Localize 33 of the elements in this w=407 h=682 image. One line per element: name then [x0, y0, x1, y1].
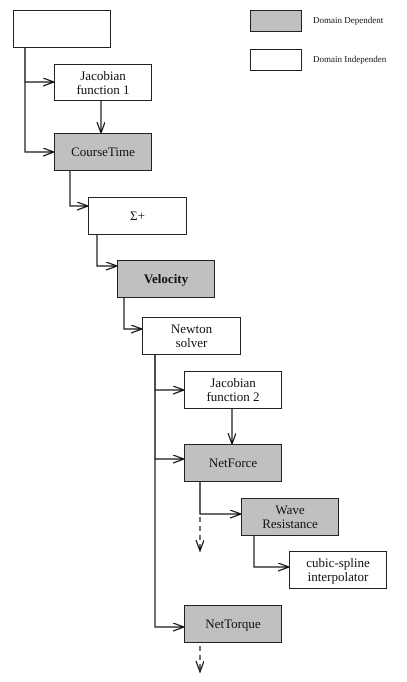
box-label: Newton solver	[170, 322, 214, 350]
dashed-arrow	[195, 643, 205, 673]
process-box	[88, 197, 187, 235]
process-box	[184, 444, 282, 482]
box-label: CourseTime	[71, 145, 135, 159]
arrow	[253, 536, 290, 572]
arrow	[154, 355, 185, 632]
arrow	[96, 101, 106, 134]
process-box	[54, 133, 152, 171]
dashed-arrow	[195, 482, 205, 552]
box-label: Velocity	[144, 272, 188, 286]
legend-label: Domain Dependent	[313, 15, 384, 25]
arrow	[123, 298, 143, 334]
box-label: cubic-spline interpolator	[306, 556, 370, 584]
arrow	[96, 235, 118, 271]
process-box	[241, 498, 339, 536]
process-box	[54, 64, 152, 101]
process-box	[142, 317, 241, 355]
box-label: NetTorque	[205, 617, 261, 631]
box-label: Wave Resistance	[261, 503, 319, 531]
empty-box	[13, 10, 111, 48]
process-box	[289, 551, 387, 589]
legend-label: Domain Independen	[313, 54, 386, 64]
box-label: Jacobian function 2	[205, 376, 261, 404]
arrow	[69, 171, 89, 211]
box-label: NetForce	[208, 456, 258, 470]
process-box	[117, 260, 215, 298]
arrow	[227, 409, 237, 445]
process-box	[184, 371, 282, 409]
arrow	[24, 48, 55, 157]
box-label: Jacobian function 1	[75, 68, 131, 96]
process-box	[184, 605, 282, 643]
box-label: Σ+	[130, 209, 145, 223]
